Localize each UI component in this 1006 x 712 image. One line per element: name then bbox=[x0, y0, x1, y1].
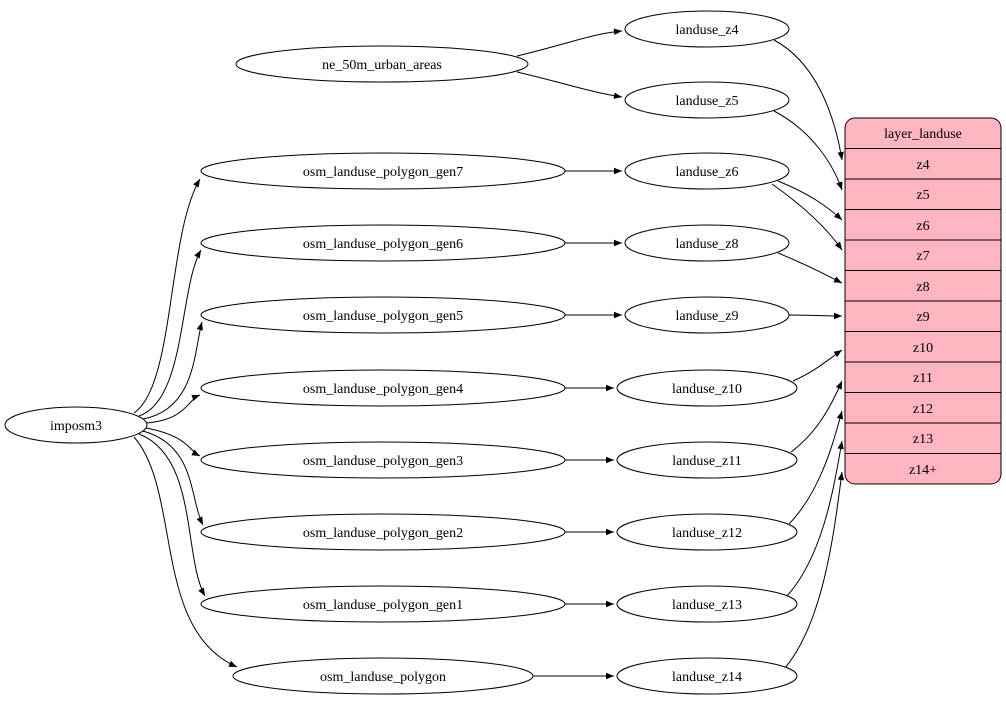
node-osm-landuse-polygon-gen5-shape bbox=[200, 296, 566, 334]
edge-landuse-z8-row-z8 bbox=[777, 252, 843, 284]
table-row-z13: z13 bbox=[913, 432, 933, 447]
node-osm-landuse-polygon-shape bbox=[232, 657, 534, 695]
node-landuse-z10: landuse_z10 bbox=[616, 369, 798, 407]
node-landuse-z8: landuse_z8 bbox=[624, 224, 790, 262]
edge-landuse-z6-row-z6 bbox=[777, 180, 843, 221]
table-row-z8: z8 bbox=[916, 280, 929, 295]
node-landuse-z6-shape bbox=[624, 152, 790, 190]
node-landuse-z9-label: landuse_z9 bbox=[676, 309, 739, 324]
node-osm-landuse-polygon-gen4-shape bbox=[200, 369, 566, 407]
edge-landuse-z6-row-z7 bbox=[771, 183, 843, 251]
node-osm-landuse-polygon-gen5: osm_landuse_polygon_gen5 bbox=[200, 296, 566, 334]
node-landuse-z10-shape bbox=[616, 369, 798, 407]
edges-views-to-layer bbox=[771, 39, 845, 669]
table-row-z12: z12 bbox=[913, 402, 933, 417]
node-landuse-z12-shape bbox=[616, 513, 798, 551]
table-layer-landuse: layer_landuse z4 z5 z6 z7 z8 z9 z10 z11 … bbox=[844, 117, 1002, 485]
node-osm-landuse-polygon-label: osm_landuse_polygon bbox=[320, 670, 446, 685]
node-landuse-z9: landuse_z9 bbox=[624, 296, 790, 334]
node-landuse-z6: landuse_z6 bbox=[624, 152, 790, 190]
node-osm-landuse-polygon-gen6: osm_landuse_polygon_gen6 bbox=[200, 224, 566, 262]
node-osm-landuse-polygon-gen6-label: osm_landuse_polygon_gen6 bbox=[303, 237, 463, 252]
node-ne-50m-urban-areas-label: ne_50m_urban_areas bbox=[322, 58, 442, 73]
node-landuse-z14-label: landuse_z14 bbox=[672, 670, 742, 685]
edge-landuse-z5-row-z5 bbox=[773, 110, 843, 191]
edge-landuse-z12-row-z12 bbox=[788, 410, 843, 525]
node-landuse-z13: landuse_z13 bbox=[616, 585, 798, 623]
node-osm-landuse-polygon-gen3-shape bbox=[200, 441, 566, 479]
node-osm-landuse-polygon-gen1: osm_landuse_polygon_gen1 bbox=[200, 585, 566, 623]
table-title: layer_landuse bbox=[884, 127, 962, 142]
edge-ne50m-landuse-z4 bbox=[516, 28, 623, 57]
edge-landuse-z4-row-z4 bbox=[773, 39, 844, 161]
node-osm-landuse-polygon-gen6-shape bbox=[200, 224, 566, 262]
edges-osm-to-views bbox=[533, 167, 622, 680]
node-landuse-z8-label: landuse_z8 bbox=[676, 237, 739, 252]
node-landuse-z12: landuse_z12 bbox=[616, 513, 798, 551]
edge-landuse-z9-row-z9 bbox=[788, 312, 843, 320]
node-landuse-z14: landuse_z14 bbox=[616, 657, 798, 695]
node-landuse-z8-shape bbox=[624, 224, 790, 262]
node-imposm3-label: imposm3 bbox=[50, 419, 102, 434]
node-landuse-z11-label: landuse_z11 bbox=[672, 454, 741, 469]
node-imposm3-shape bbox=[4, 406, 148, 444]
node-osm-landuse-polygon-gen1-label: osm_landuse_polygon_gen1 bbox=[303, 598, 463, 613]
table-row-z9: z9 bbox=[916, 310, 929, 325]
node-ne-50m-urban-areas-shape bbox=[235, 45, 529, 83]
node-osm-landuse-polygon: osm_landuse_polygon bbox=[232, 657, 534, 695]
edge-landuse-z11-row-z11 bbox=[790, 380, 843, 453]
node-osm-landuse-polygon-gen5-label: osm_landuse_polygon_gen5 bbox=[303, 309, 463, 324]
node-landuse-z11: landuse_z11 bbox=[616, 441, 798, 479]
node-landuse-z12-label: landuse_z12 bbox=[672, 526, 742, 541]
node-ne-50m-urban-areas: ne_50m_urban_areas bbox=[235, 45, 529, 83]
node-landuse-z10-label: landuse_z10 bbox=[672, 382, 742, 397]
node-landuse-z5-label: landuse_z5 bbox=[676, 94, 739, 109]
node-osm-landuse-polygon-gen7-label: osm_landuse_polygon_gen7 bbox=[303, 165, 463, 180]
node-osm-landuse-polygon-gen7-shape bbox=[200, 152, 566, 190]
table-row-z14: z14+ bbox=[909, 463, 937, 478]
edge-imposm3-gen2 bbox=[142, 430, 204, 526]
edge-imposm3-gen1 bbox=[138, 433, 206, 597]
node-landuse-z6-label: landuse_z6 bbox=[676, 165, 739, 180]
node-landuse-z13-shape bbox=[616, 585, 798, 623]
edge-imposm3-gen5 bbox=[142, 321, 203, 420]
edge-imposm3-polygon bbox=[133, 436, 238, 668]
node-osm-landuse-polygon-gen1-shape bbox=[200, 585, 566, 623]
edge-imposm3-gen6 bbox=[138, 249, 202, 417]
table-row-z7: z7 bbox=[916, 249, 929, 264]
node-landuse-z5: landuse_z5 bbox=[624, 81, 790, 119]
node-landuse-z4-shape bbox=[624, 10, 790, 48]
node-landuse-z13-label: landuse_z13 bbox=[672, 598, 742, 613]
node-osm-landuse-polygon-gen2-label: osm_landuse_polygon_gen2 bbox=[303, 526, 463, 541]
table-row-z5: z5 bbox=[916, 188, 929, 203]
edge-landuse-z13-row-z13 bbox=[786, 440, 844, 597]
table-row-z6: z6 bbox=[916, 219, 929, 234]
node-landuse-z11-shape bbox=[616, 441, 798, 479]
edges-ne-50m-urban-areas bbox=[516, 28, 623, 99]
node-osm-landuse-polygon-gen3-label: osm_landuse_polygon_gen3 bbox=[303, 454, 463, 469]
node-osm-landuse-polygon-gen7: osm_landuse_polygon_gen7 bbox=[200, 152, 566, 190]
node-landuse-z4-label: landuse_z4 bbox=[676, 23, 739, 38]
edge-landuse-z14-row-z14 bbox=[784, 471, 845, 669]
table-row-z10: z10 bbox=[913, 341, 933, 356]
node-landuse-z5-shape bbox=[624, 81, 790, 119]
node-osm-landuse-polygon-gen3: osm_landuse_polygon_gen3 bbox=[200, 441, 566, 479]
edge-landuse-z10-row-z10 bbox=[792, 349, 843, 382]
node-imposm3: imposm3 bbox=[4, 406, 148, 444]
edge-imposm3-gen3 bbox=[145, 427, 201, 457]
table-row-z4: z4 bbox=[916, 158, 929, 173]
edge-imposm3-gen4 bbox=[145, 394, 201, 424]
node-landuse-z14-shape bbox=[616, 657, 798, 695]
edges-imposm3 bbox=[133, 178, 238, 668]
table-row-z11: z11 bbox=[913, 371, 933, 386]
node-osm-landuse-polygon-gen2: osm_landuse_polygon_gen2 bbox=[200, 513, 566, 551]
node-osm-landuse-polygon-gen2-shape bbox=[200, 513, 566, 551]
edge-imposm3-gen7 bbox=[133, 178, 201, 414]
edge-ne50m-landuse-z5 bbox=[516, 71, 623, 99]
node-landuse-z9-shape bbox=[624, 296, 790, 334]
node-osm-landuse-polygon-gen4-label: osm_landuse_polygon_gen4 bbox=[303, 382, 463, 397]
node-landuse-z4: landuse_z4 bbox=[624, 10, 790, 48]
node-osm-landuse-polygon-gen4: osm_landuse_polygon_gen4 bbox=[200, 369, 566, 407]
